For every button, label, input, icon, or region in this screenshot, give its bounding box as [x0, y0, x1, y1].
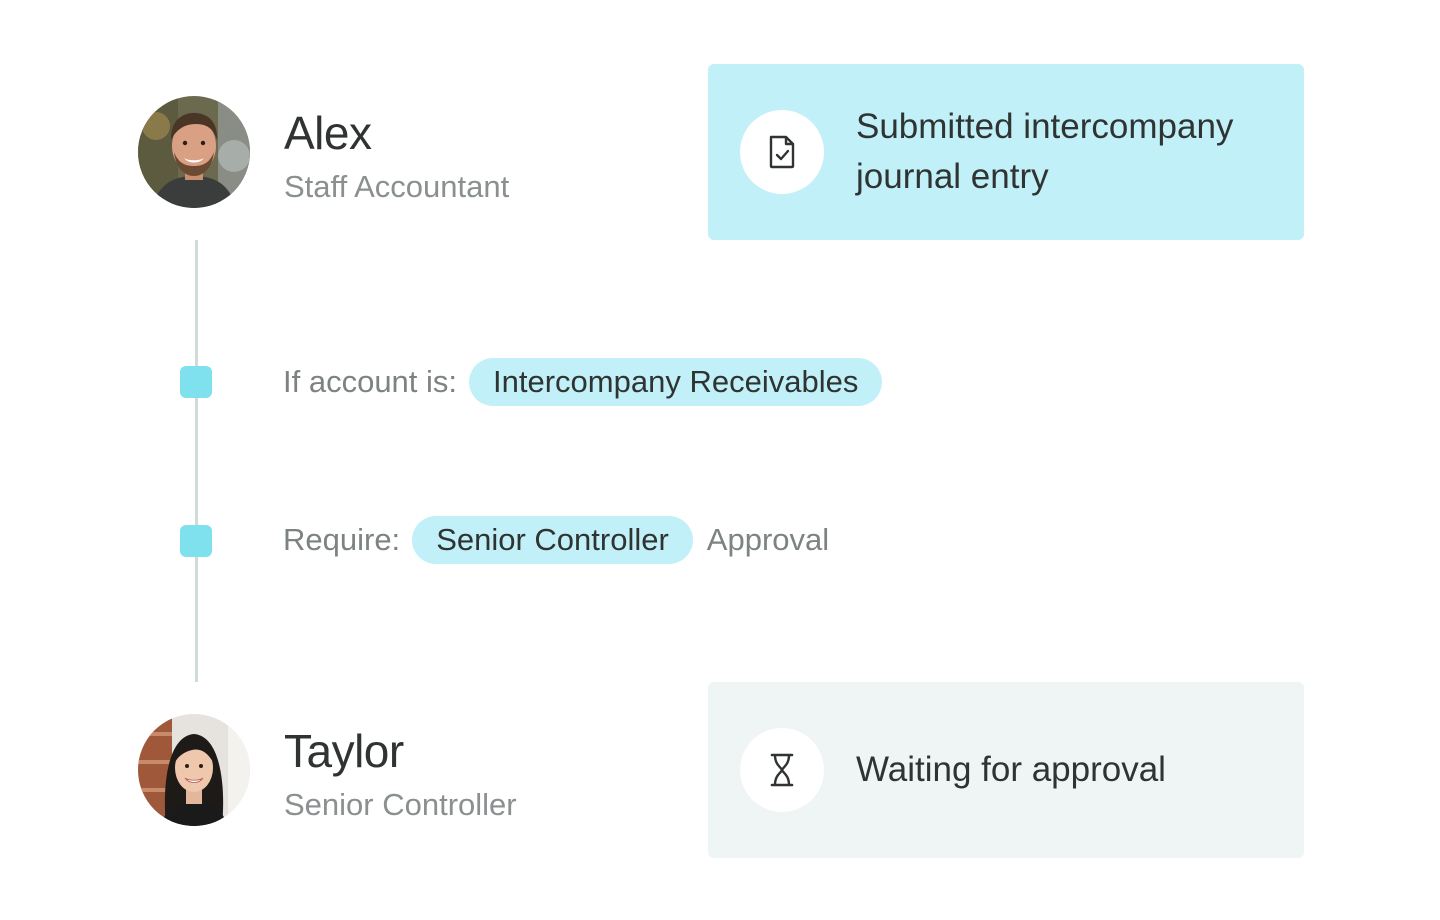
requirement-row: Require: Senior Controller Approval [283, 516, 829, 564]
approver-name: Taylor [284, 725, 404, 777]
approver-role-pill[interactable]: Senior Controller [412, 516, 693, 564]
approver-role: Senior Controller [284, 787, 517, 822]
sender-name: Alex [284, 107, 372, 159]
submitted-card: Submitted intercompany journal entry [708, 64, 1304, 240]
avatar-taylor [138, 714, 250, 826]
waiting-text: Waiting for approval [856, 750, 1166, 789]
timeline-node-requirement [180, 525, 212, 557]
requirement-label: Require: [283, 522, 401, 557]
account-pill[interactable]: Intercompany Receivables [469, 358, 883, 406]
hourglass-icon [740, 728, 824, 812]
timeline-line [195, 240, 198, 682]
sender-role: Staff Accountant [284, 169, 510, 204]
requirement-suffix: Approval [706, 522, 830, 557]
submitted-text: Submitted intercompany journal entry [856, 107, 1234, 196]
waiting-card: Waiting for approval [708, 682, 1304, 858]
document-check-icon [740, 110, 824, 194]
avatar-alex [138, 96, 250, 208]
condition-label: If account is: [283, 364, 458, 399]
timeline-node-condition [180, 366, 212, 398]
condition-row: If account is: Intercompany Receivables [283, 358, 883, 406]
